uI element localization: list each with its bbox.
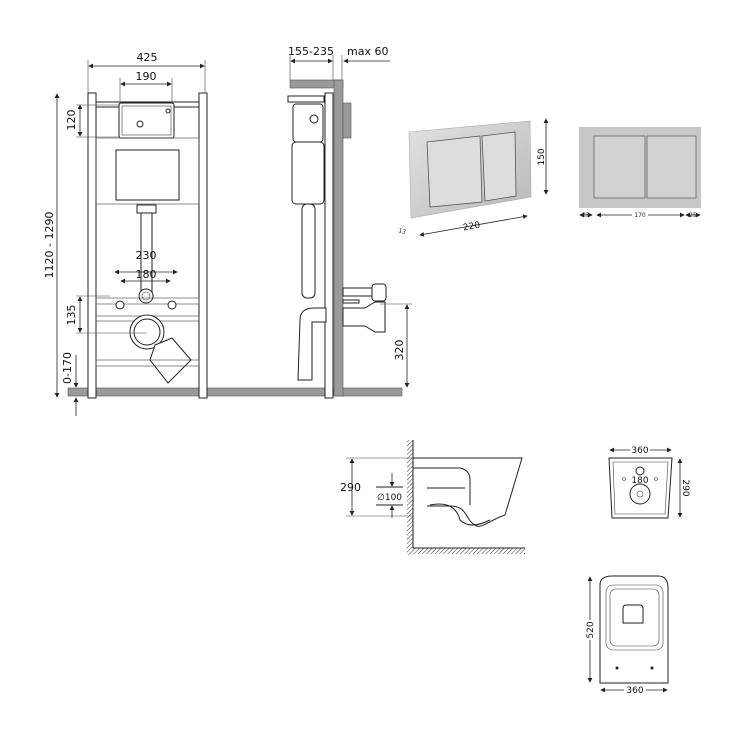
dim-plate-height: 150 [537, 148, 547, 165]
wall [333, 79, 344, 397]
dim-pipe-diameter: ∅100 [377, 493, 402, 503]
dim-back-stud-span: 180 [631, 476, 648, 486]
flush-plate-perspective: 150 220 13 [397, 118, 549, 237]
dim-back-height: 290 [680, 479, 690, 496]
dim-margin-right: 25 [689, 212, 697, 219]
cistern-side [291, 141, 325, 205]
floor [67, 387, 403, 397]
dim-wall-max: max 60 [347, 45, 388, 58]
toilet-back-view: 360 180 290 [608, 445, 690, 519]
dim-frame-width: 425 [137, 51, 158, 64]
dim-back-width: 360 [631, 446, 648, 456]
dim-toilet-height: 290 [340, 481, 361, 494]
dim-margin-left: 25 [582, 212, 590, 219]
flush-mechanism [118, 102, 175, 139]
dim-top-width: 360 [626, 686, 643, 696]
outlet-connector [129, 314, 165, 350]
frame-front-view [67, 92, 403, 399]
cistern [115, 149, 180, 201]
dim-button-span: 190 [136, 70, 157, 83]
front-dimensions: 425 190 1120 - 1290 120 230 180 135 0-17… [43, 51, 206, 416]
flush-button-large [426, 135, 483, 208]
dim-stud-inner: 180 [136, 268, 157, 281]
side-dimensions: 155-235 max 60 320 [288, 45, 412, 388]
frame-side-view [287, 79, 387, 399]
dim-outlet-height: 320 [393, 340, 406, 361]
toilet-top-view: 520 360 [585, 575, 669, 696]
dim-frame-depth: 155-235 [288, 45, 334, 58]
dim-top-length: 520 [586, 621, 596, 638]
dim-plate-width: 220 [462, 221, 481, 234]
frame-post-left [87, 92, 97, 399]
dim-leg-adjust: 0-170 [61, 352, 74, 384]
dim-inner-width: 170 [634, 212, 646, 219]
dim-frame-height: 1120 - 1290 [43, 212, 56, 279]
flush-plate-front: 25 170 25 [579, 127, 701, 219]
frame-post-right [198, 92, 208, 399]
dim-plate-depth: 13 [397, 227, 406, 236]
dim-outlet-offset: 135 [65, 305, 78, 326]
dim-stud-outer: 230 [136, 249, 157, 262]
dim-button-height: 120 [65, 110, 78, 131]
frame-post-side [324, 92, 334, 399]
flush-button-small [481, 131, 517, 202]
toilet-side-view: 290 ∅100 [340, 440, 525, 555]
